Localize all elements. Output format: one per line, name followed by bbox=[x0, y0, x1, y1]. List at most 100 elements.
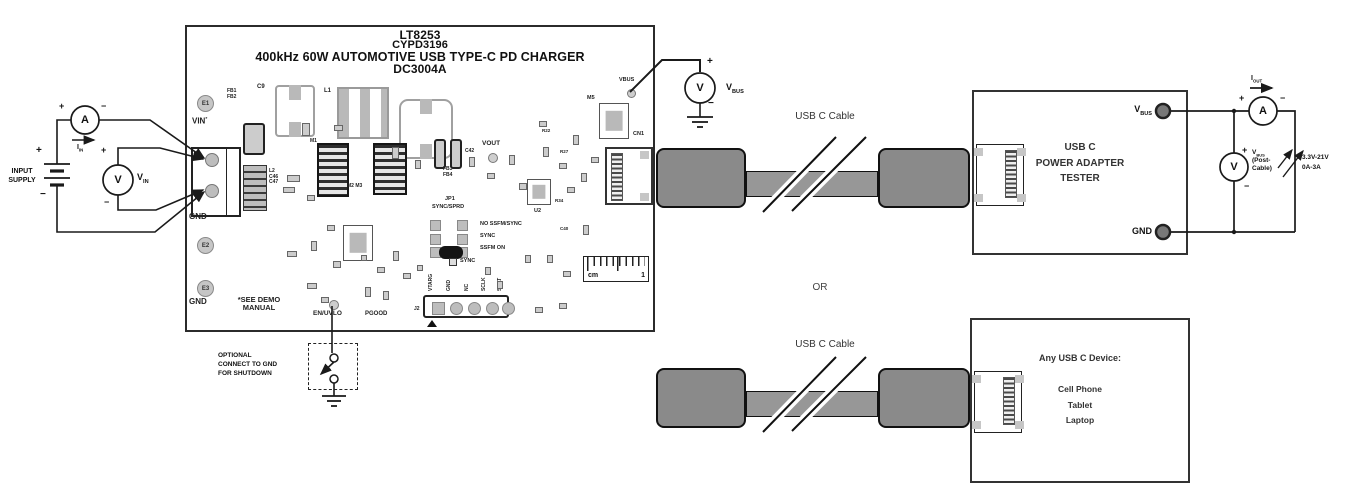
jp1-name-label: SYNC/SPRD bbox=[432, 204, 465, 210]
gnd-label-bottom: GND bbox=[189, 297, 207, 306]
receptacle-pad bbox=[1015, 421, 1024, 429]
m2-m3-label: M2 M3 bbox=[347, 183, 363, 189]
device-receptacle-comb bbox=[1003, 377, 1015, 425]
smd-component bbox=[311, 241, 317, 251]
gnd-terminal-pad bbox=[205, 184, 219, 198]
vbus-meter-wiring bbox=[629, 59, 701, 117]
receptacle-pad bbox=[972, 375, 981, 383]
smd-component bbox=[497, 281, 503, 289]
sync-testpoint-label: SYNC bbox=[460, 258, 476, 264]
vin-terminal-pad bbox=[205, 153, 219, 167]
smd-component bbox=[509, 155, 515, 165]
j2-pin3 bbox=[468, 302, 481, 315]
j2-pin1 bbox=[432, 302, 445, 315]
jp1-pad bbox=[430, 234, 441, 245]
smd-component bbox=[485, 267, 491, 275]
smd-component bbox=[307, 195, 315, 201]
switch-lever bbox=[319, 361, 335, 376]
board-title-controller: CYPD3196 bbox=[392, 39, 448, 51]
smd-component bbox=[539, 121, 547, 127]
r27-label: R27 bbox=[560, 149, 569, 154]
input-voltmeter-circle bbox=[102, 164, 134, 196]
smd-component bbox=[563, 271, 571, 277]
switch-contact-top bbox=[329, 353, 339, 363]
c46-label: C46 bbox=[269, 173, 279, 180]
jp1-pad bbox=[430, 220, 441, 231]
ruler-unit-label: cm bbox=[588, 271, 599, 279]
smd-component bbox=[403, 273, 411, 279]
ic-u2 bbox=[527, 179, 551, 205]
l2-component bbox=[243, 165, 267, 211]
output-ammeter-circle bbox=[1248, 96, 1278, 126]
fb3-fb4-label: FB3 FB4 bbox=[443, 166, 453, 178]
c40-label: C40 bbox=[560, 226, 569, 231]
l2-label: L2 bbox=[269, 168, 275, 174]
variable-load-symbol bbox=[1277, 148, 1304, 178]
c47-label: C47 bbox=[269, 179, 279, 185]
vout-label: VOUT bbox=[482, 140, 501, 147]
smd-component bbox=[333, 261, 341, 268]
vbus-testpoint-label: VBUS bbox=[619, 77, 635, 83]
smd-component bbox=[469, 157, 475, 167]
c42-label: C42 bbox=[465, 148, 475, 154]
vbus-voltmeter-circle bbox=[684, 72, 716, 104]
smd-component bbox=[417, 265, 423, 271]
smd-component bbox=[287, 251, 297, 257]
en-uvlo-label: EN/UVLO bbox=[313, 310, 342, 317]
smd-component bbox=[581, 173, 587, 182]
smd-component bbox=[415, 160, 421, 169]
usb-c-connector-cn1 bbox=[605, 147, 653, 205]
sync-testpoint bbox=[449, 258, 457, 266]
cable1-break-slashes bbox=[759, 133, 870, 216]
u2-label: U2 bbox=[534, 208, 542, 214]
note-line2: MANUAL bbox=[242, 303, 276, 313]
receptacle-pad bbox=[1017, 194, 1026, 202]
smd-component bbox=[383, 291, 389, 300]
tester-vbus-terminal bbox=[1154, 102, 1172, 120]
input-inductor bbox=[243, 123, 265, 155]
jp1-option-3: SSFM ON bbox=[480, 245, 506, 251]
junction-dot bbox=[1231, 108, 1237, 114]
cn1-pin-comb bbox=[611, 153, 623, 201]
input-ammeter-circle bbox=[70, 105, 100, 135]
vout-testpoint bbox=[488, 153, 498, 163]
tester-usb-receptacle bbox=[974, 144, 1026, 206]
receptacle-pad bbox=[1015, 375, 1024, 383]
turret-e3: E3 bbox=[197, 280, 214, 297]
c42-capacitor-b bbox=[450, 139, 462, 169]
mosfet-m2-m3 bbox=[373, 143, 407, 195]
board-title-part: LT8253 bbox=[399, 28, 441, 42]
note-line1: *SEE DEMO bbox=[237, 295, 281, 304]
jp1-pad bbox=[457, 220, 468, 231]
r22-label: R22 bbox=[542, 128, 551, 133]
receptacle-pad bbox=[972, 421, 981, 429]
receptacle-pad bbox=[974, 148, 983, 156]
smd-component bbox=[283, 187, 295, 193]
mosfet-m5 bbox=[599, 103, 629, 139]
smd-component bbox=[519, 183, 527, 190]
smd-component bbox=[321, 297, 329, 303]
junction-dot bbox=[1231, 229, 1237, 235]
en-uvlo-testpoint bbox=[329, 300, 339, 310]
cn1-mount-pad-top bbox=[640, 151, 649, 159]
smd-component bbox=[547, 255, 553, 263]
j2-pin1-marker bbox=[427, 320, 437, 327]
shutdown-wiring bbox=[319, 306, 335, 396]
smd-component bbox=[487, 173, 495, 179]
input-supply-wiring bbox=[56, 119, 206, 233]
turret-e2: E2 bbox=[197, 237, 214, 254]
tester-receptacle-comb bbox=[1005, 150, 1017, 198]
cn1-label: CN1 bbox=[633, 131, 645, 137]
l2-c46-c47-labels: L2 C46 C47 bbox=[269, 168, 279, 186]
gnd-label-top: GND bbox=[189, 212, 207, 221]
mosfet-m1 bbox=[317, 143, 349, 197]
jp1-label: JP1 bbox=[445, 196, 455, 202]
cable1-right-plug bbox=[878, 148, 970, 208]
cable2-break-slashes bbox=[759, 353, 870, 436]
jp1-pad bbox=[457, 234, 468, 245]
board-title-number: DC3004A bbox=[393, 62, 447, 76]
fb1-fb2-label: FB1 FB2 bbox=[227, 88, 237, 100]
smd-component bbox=[377, 267, 385, 273]
